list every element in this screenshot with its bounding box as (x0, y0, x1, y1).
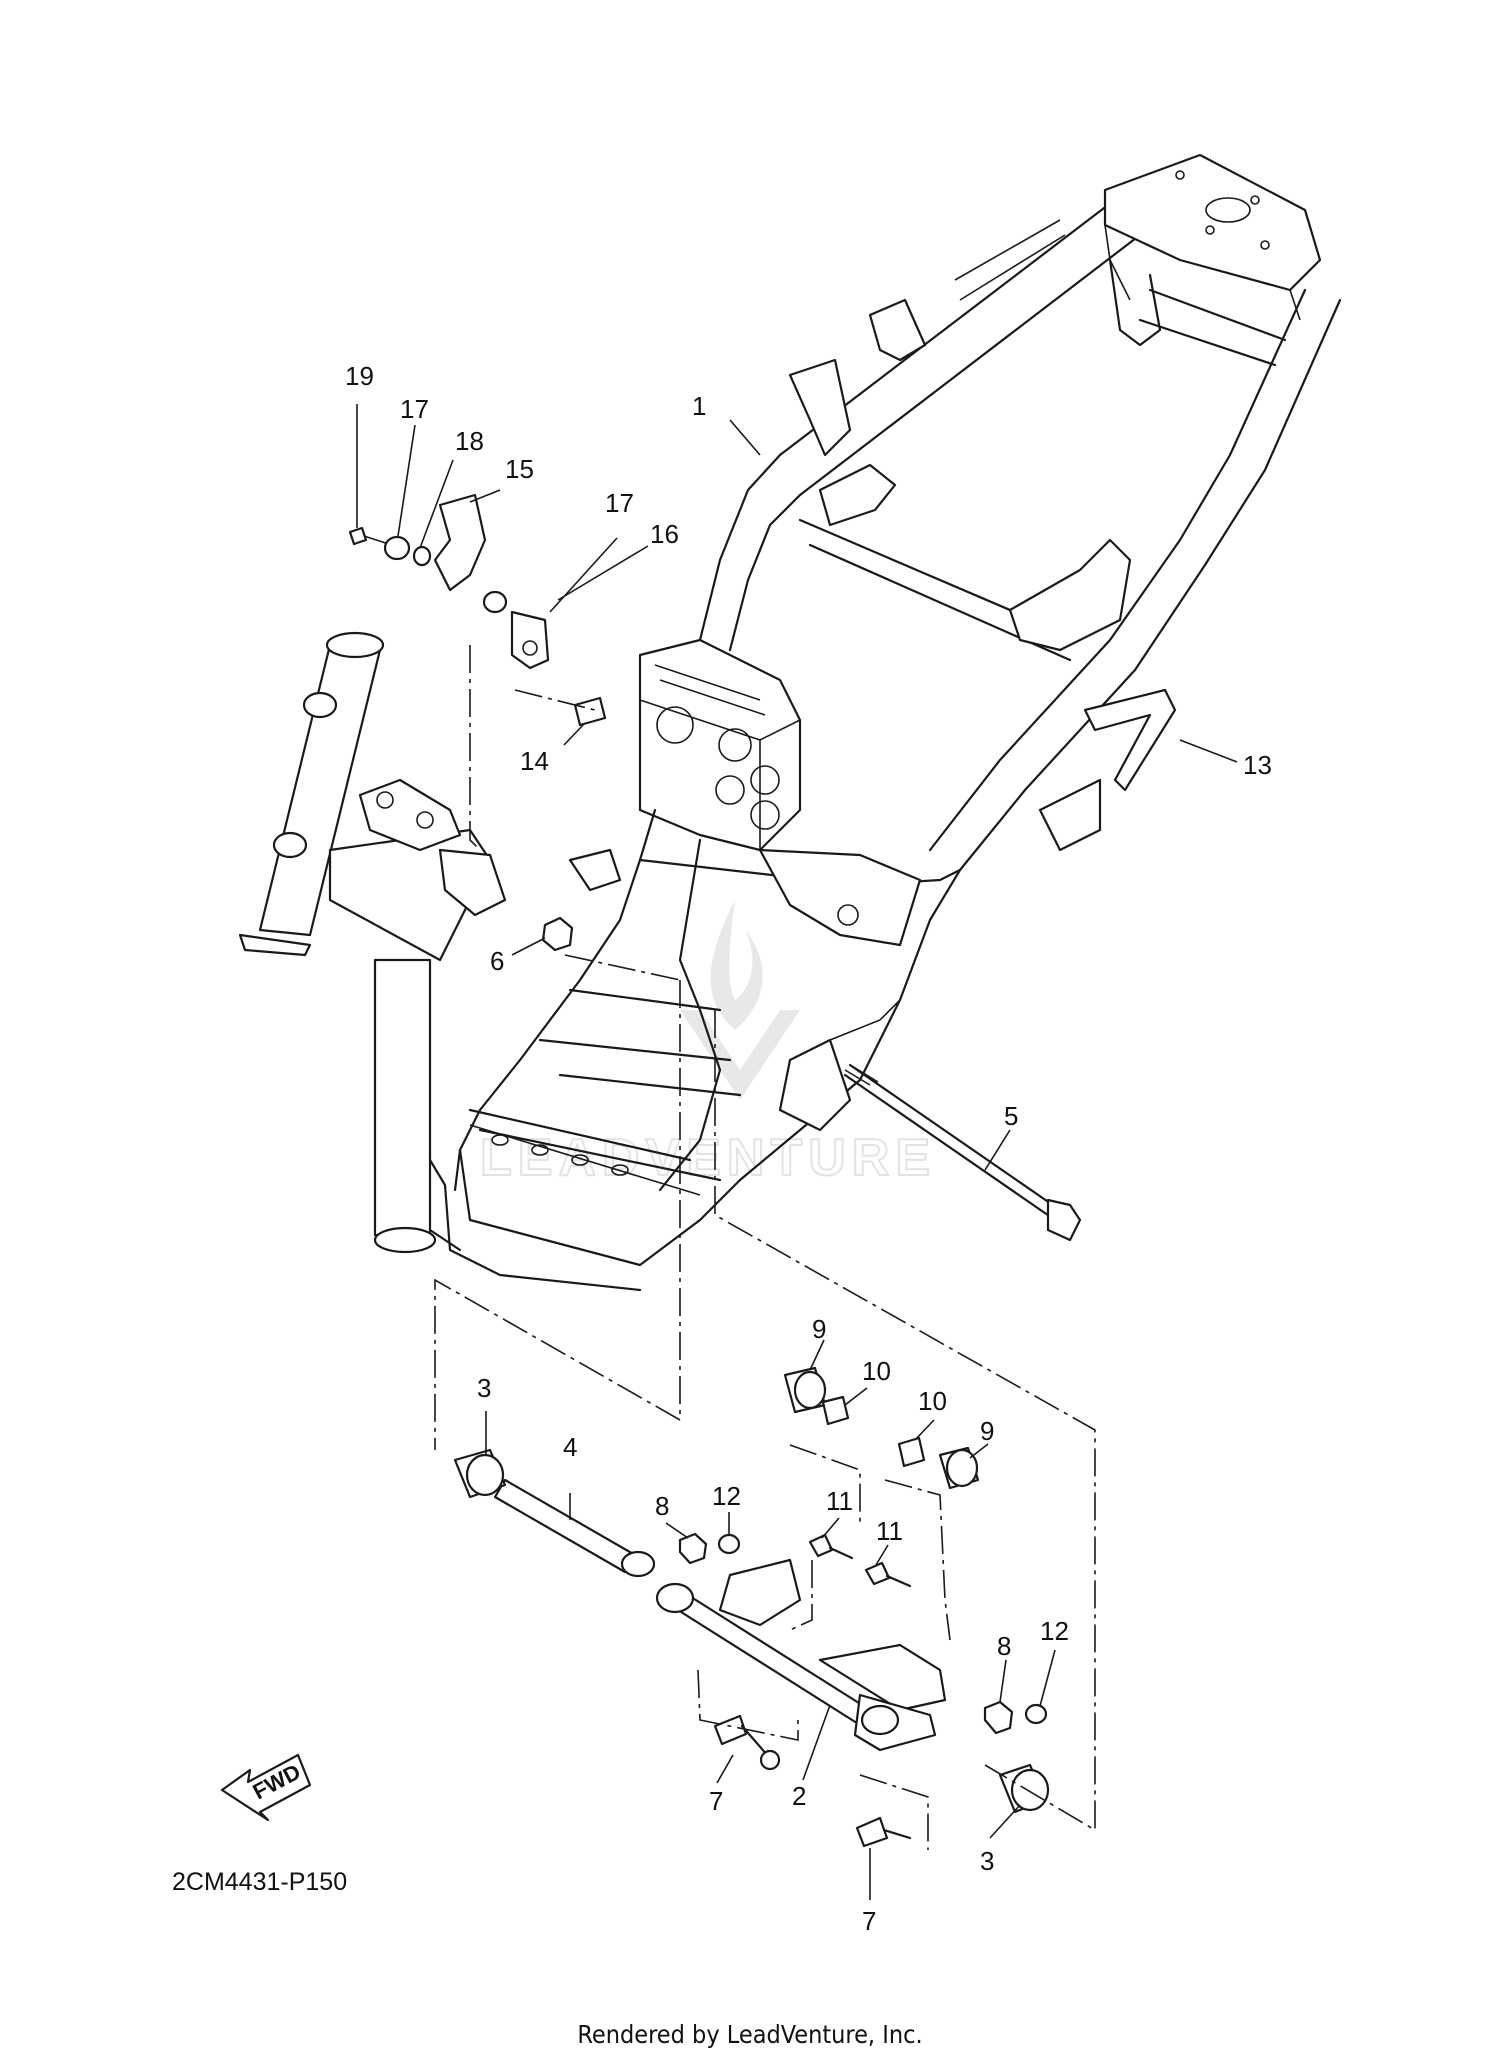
part-7-bolt-left (713, 1714, 781, 1771)
callout-10-a: 10 (862, 1356, 891, 1386)
part-11-bolt-b (864, 1561, 912, 1588)
callout-8-b: 8 (997, 1631, 1011, 1661)
callout-17-b: 17 (605, 488, 634, 518)
callout-6: 6 (490, 946, 504, 976)
part-11-bolt-a (808, 1533, 854, 1560)
part-7-bolt-right (855, 1816, 912, 1848)
phantom-lines (434, 645, 1096, 1850)
callout-11-b: 11 (876, 1516, 903, 1546)
part-10-collar-a (821, 1395, 850, 1426)
callout-labels: 19 17 18 15 17 16 14 1 13 6 5 3 4 9 10 1… (345, 361, 1272, 1936)
callout-19: 19 (345, 361, 374, 391)
part-8-nut-left (678, 1532, 708, 1565)
callout-3-a: 3 (477, 1373, 491, 1403)
part-5-pivot-bolt (843, 1063, 1082, 1242)
render-credit: Rendered by LeadVenture, Inc. (577, 2020, 923, 2049)
callout-8-a: 8 (655, 1491, 669, 1521)
callout-7-a: 7 (709, 1786, 723, 1816)
callout-5: 5 (1004, 1101, 1018, 1131)
callout-12-b: 12 (1040, 1616, 1069, 1646)
callout-3-b: 3 (980, 1846, 994, 1876)
part-12-nut-left (717, 1533, 741, 1555)
callout-17-a: 17 (400, 394, 429, 424)
callout-7-b: 7 (862, 1906, 876, 1936)
callout-16: 16 (650, 519, 679, 549)
part-13-bracket (1083, 688, 1177, 792)
fwd-arrow-icon: FWD (220, 1753, 312, 1822)
part-12-nut-right (1024, 1703, 1048, 1725)
callout-1: 1 (692, 391, 706, 421)
drawing-code: 2CM4431-P150 (172, 1868, 348, 1896)
mount-group-15-19 (348, 493, 550, 670)
part-9-bushing-a (783, 1366, 827, 1414)
part-1-main-frame (238, 153, 1342, 1292)
part-10-collar-b (897, 1436, 926, 1468)
callout-18: 18 (455, 426, 484, 456)
leader-lines (356, 404, 1238, 1900)
callout-9-b: 9 (980, 1416, 994, 1446)
callout-4: 4 (563, 1432, 577, 1462)
part-8-nut-right (983, 1700, 1014, 1735)
callout-11-a: 11 (826, 1486, 853, 1516)
part-14-damper (573, 696, 607, 727)
callout-10-b: 10 (918, 1386, 947, 1416)
part-2-engine-bracket (655, 1558, 947, 1752)
part-9-bushing-b (938, 1446, 980, 1490)
callout-9-a: 9 (812, 1314, 826, 1344)
part-3-bushing-left (453, 1448, 507, 1499)
part-4-collar (493, 1478, 656, 1578)
callout-2: 2 (792, 1781, 806, 1811)
callout-14: 14 (520, 746, 549, 776)
callout-15: 15 (505, 454, 534, 484)
callout-13: 13 (1243, 750, 1272, 780)
part-3-bushing-right (998, 1763, 1050, 1814)
part-6-nut (541, 916, 574, 952)
callout-12-a: 12 (712, 1481, 741, 1511)
